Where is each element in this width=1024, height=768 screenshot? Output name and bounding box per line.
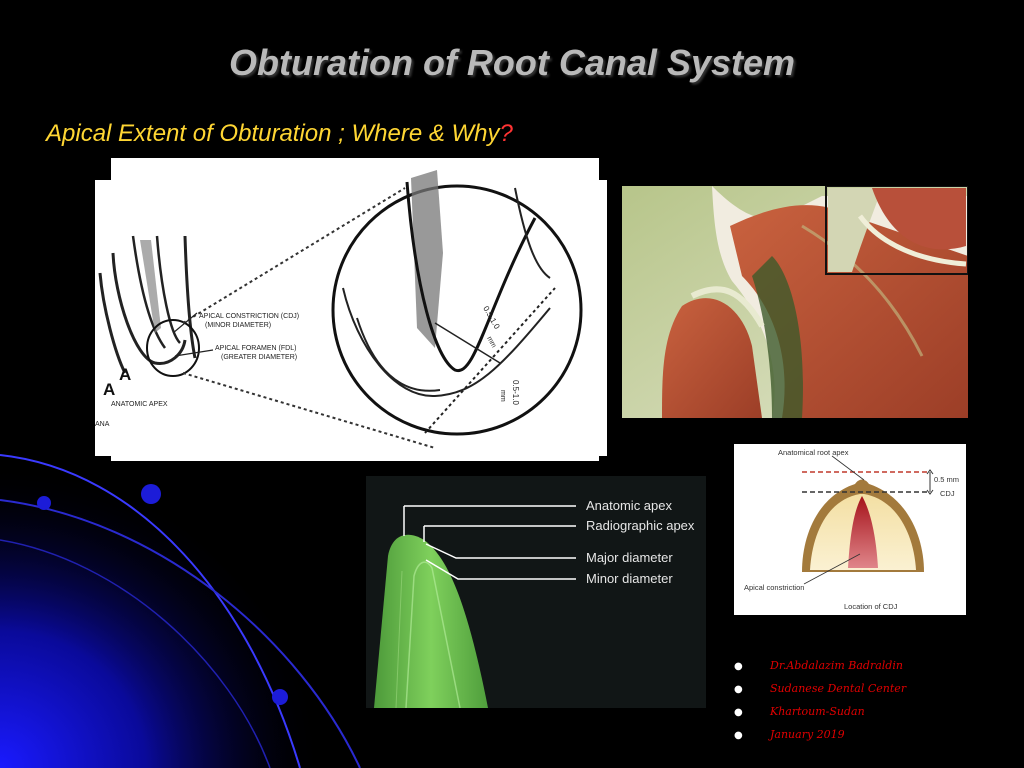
subtitle-text: Apical Extent of Obturation ; Where & Wh… [46, 120, 500, 147]
measure-unit-1: mm [485, 336, 497, 350]
label-anatomical-root-apex: Anatomical root apex [778, 448, 849, 457]
cdj-caption: Location of CDJ [844, 602, 898, 611]
label-greater-diameter: (GREATER DIAMETER) [221, 354, 297, 361]
label-anatomic-apex-partial: ANA [95, 421, 110, 428]
histology-photo [622, 186, 968, 418]
credit-item: ● Sudanese Dental Center [734, 677, 906, 700]
label-apical-constriction-cdj: Apical constriction [744, 583, 804, 592]
bullet-icon: ● [734, 707, 743, 718]
measure-label-2: 0.5-1.0 [511, 380, 520, 405]
label-major-diameter: Major diameter [586, 550, 673, 565]
figure-letter-a: A [119, 365, 131, 384]
credit-author: Dr.Abdalazim Badraldin [770, 659, 903, 672]
apical-anatomy-diagram: 0.5-1.0 mm 0.5-1.0 mm APICAL CONSTRICTIO… [95, 158, 607, 461]
slide-title: Obturation of Root Canal System [228, 42, 796, 83]
credits-list: ● Dr.Abdalazim Badraldin ● Sudanese Dental… [734, 654, 906, 746]
label-anatomic-apex: ANATOMIC APEX [111, 401, 168, 408]
bullet-icon: ● [734, 684, 743, 695]
label-apical-foramen: APICAL FORAMEN (FDL) [215, 345, 296, 352]
subtitle-question-mark: ? [499, 120, 513, 147]
label-half-mm: 0.5 mm [934, 475, 959, 484]
label-minor-diameter: (MINOR DIAMETER) [205, 322, 271, 329]
measure-unit-2: mm [499, 390, 506, 402]
credit-date: January 2019 [770, 728, 845, 741]
credit-institution: Sudanese Dental Center [770, 682, 907, 695]
label-radiographic-apex: Radiographic apex [586, 518, 695, 533]
cdj-location-diagram: Anatomical root apex 0.5 mm CDJ Apical c… [734, 444, 966, 615]
figure-letter-a-partial: A [103, 380, 115, 399]
credit-item: ● January 2019 [734, 723, 906, 746]
credit-location: Khartoum-Sudan [770, 705, 865, 718]
label-minor-diameter: Minor diameter [586, 571, 673, 586]
credit-item: ● Dr.Abdalazim Badraldin [734, 654, 906, 677]
slide-subtitle: Apical Extent of Obturation ; Where & Wh… [46, 120, 513, 148]
bullet-icon: ● [734, 730, 743, 741]
apex-landmarks-figure: Anatomic apex Radiographic apex Major di… [366, 476, 706, 708]
label-anatomic-apex-green: Anatomic apex [586, 498, 672, 513]
label-apical-constriction: APICAL CONSTRICTION (CDJ) [199, 313, 299, 320]
bullet-icon: ● [734, 661, 743, 672]
label-cdj: CDJ [940, 489, 955, 498]
credit-item: ● Khartoum-Sudan [734, 700, 906, 723]
